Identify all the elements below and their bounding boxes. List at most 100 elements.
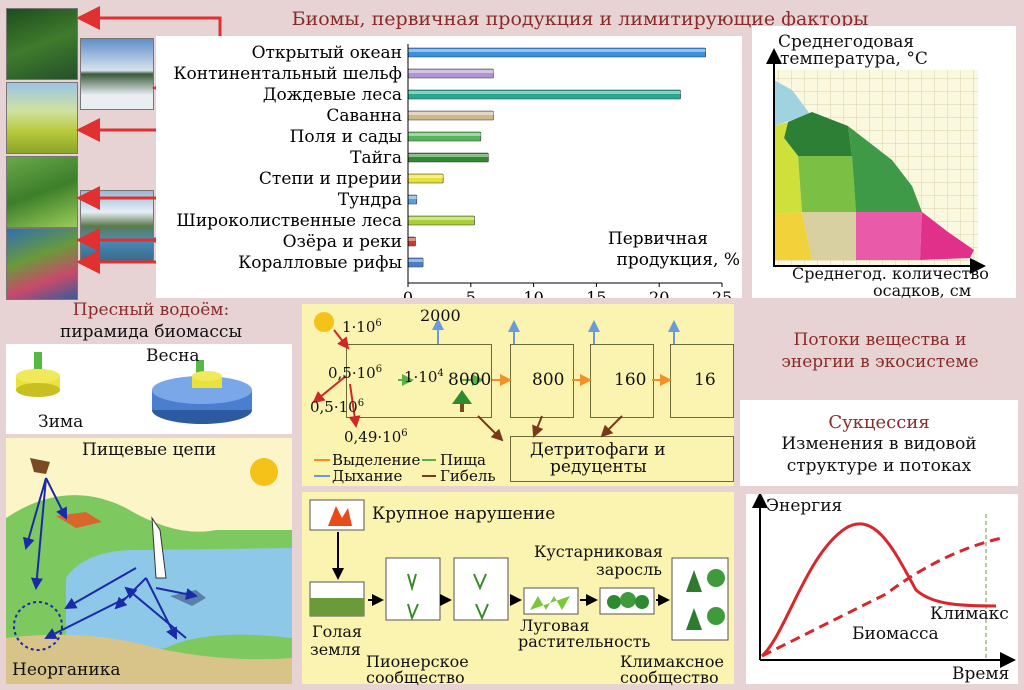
gross-production-value: 1·104 [404,368,444,386]
climax-community-label-2: сообщество [620,668,719,687]
sun-input-value: 1·106 [342,318,382,336]
detritivores-box [510,436,734,482]
x-tick-label: 5 [466,288,476,298]
page-title: Биомы, первичная продукция и лимитирующи… [291,8,869,30]
stork-icon [151,516,167,579]
succession-subtitle-1: Изменения в видовой [781,434,977,454]
x-tick-label: 10 [523,288,543,298]
tertiary-consumer-box [670,344,734,418]
bar-highlight [408,91,681,94]
food-chains-label: Пищевые цепи [82,440,217,460]
food-chain-diagram [6,458,292,684]
shrub-label: Кустарниковая [534,542,663,561]
climate-zone-tundra [774,80,810,126]
energy-flow-arrows [312,312,680,477]
rainforest-photo [6,8,78,80]
taiga-photo [80,38,154,110]
level-1-value: 8000 [448,370,492,390]
bar-label: Тайга [350,148,402,168]
succession-graph-panel [746,494,1018,684]
energy-axis-label: Энергия [766,496,843,516]
legend-food: Пища [440,451,486,469]
bar-label: Дождевые леса [263,85,402,105]
eagle-icon [30,458,50,474]
respiration-top-value: 2000 [420,306,461,325]
bare-ground-label-2: земля [310,640,361,659]
meadow-label-2: растительность [518,632,651,651]
fire-icon [328,506,352,526]
bar-label: Открытый океан [252,43,402,63]
spring-label: Весна [146,346,200,366]
meadow-label: Луговая [520,616,590,635]
climax-label: Климакс [930,604,1009,624]
bar-highlight [408,49,706,52]
biomass-pyramid [16,352,252,424]
flows-title-2: энергии в экосистеме [781,352,979,372]
flows-title: Потоки вещества и [793,330,967,350]
sun-icon [250,458,278,486]
climate-xlabel-2: осадков, см [873,281,972,300]
disturbance-label: Крупное нарушение [372,504,556,524]
inorganic-label: Неорганика [12,660,121,680]
x-tick-label: 0 [403,288,413,298]
climate-xlabel-1: Среднегод. количество [792,264,989,283]
absorbed-value: 0,49·106 [344,428,408,446]
freshwater-header-2: пирамида биомассы [60,322,242,342]
x-axis-title: Первичная [608,229,708,249]
climate-zone-taiga [784,112,852,156]
production-chart-panel [156,36,742,298]
pioneer-label: Пионерское [366,652,469,671]
bar-label: Континентальный шельф [173,64,402,84]
bar-highlight [408,259,424,262]
fox-icon [56,512,102,528]
detritivores-label-2: редуценты [550,457,647,477]
x-tick-label: 25 [712,288,732,298]
shrub-label-2: заросль [596,560,662,579]
level-2-value: 800 [532,370,565,390]
tree-icon [452,390,472,404]
succession-stages-diagram [309,499,729,641]
biomass-label: Биомасса [852,624,939,644]
bar-label: Степи и прерии [259,169,402,189]
climate-diagram [766,48,986,274]
succession-subtitle-2: структуре и потоках [786,456,972,476]
x-tick-label: 20 [649,288,669,298]
level-3-value: 160 [614,370,647,390]
succession-header-panel [740,400,1018,486]
climate-ylabel-2: температура, °C [780,49,928,69]
reflected-value: 0,5·106 [328,364,383,382]
sun-icon [314,312,334,332]
bar-label: Саванна [326,106,402,126]
lost-value: 0,5·106 [310,398,365,416]
succession-stages-panel [302,492,734,684]
bar-highlight [408,175,444,178]
biomass-curve [760,522,997,658]
bar-label: Озёра и реки [283,232,402,252]
time-axis-label: Время [952,664,1010,684]
pioneer-label-2: сообщество [366,668,465,687]
x-axis-title-2: продукция, % [617,250,741,270]
legend-respiration: Дыхание [332,467,403,485]
climax-community-label: Климаксное [620,652,724,671]
succession-title: Сукцессия [828,412,930,433]
bar-highlight [408,133,481,136]
freshwater-header: Пресный водоём: [72,300,230,320]
legend-death: Гибель [440,467,496,485]
legend-excretion: Выделение [332,451,421,469]
bar-highlight [408,217,475,220]
winter-label: Зима [38,412,84,432]
bar-label: Поля и сады [290,127,402,147]
succession-graph [752,494,1016,668]
level-4-value: 16 [694,370,716,390]
coral-reef-photo [6,228,78,300]
bar-highlight [408,70,494,73]
bar-highlight [408,196,417,199]
energy-curve [761,536,1003,658]
x-tick-label: 15 [586,288,606,298]
bar-highlight [408,238,416,241]
bar-highlight [408,154,489,157]
bar-label: Коралловые рифы [238,253,402,273]
bare-ground-label: Голая [312,622,363,641]
detritivores-label: Детритофаги и [530,440,666,460]
